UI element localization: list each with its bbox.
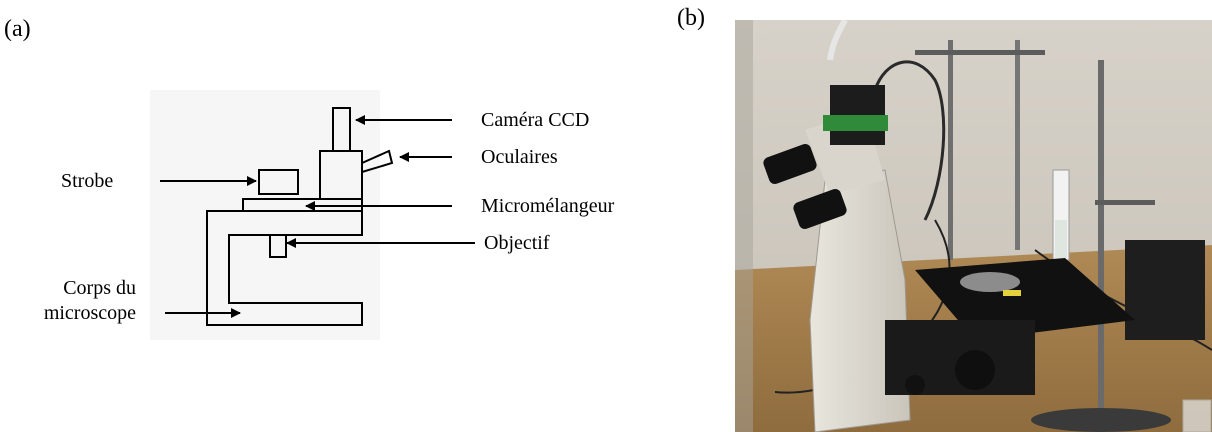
label-strobe: Strobe xyxy=(61,170,114,192)
label-objective: Objectif xyxy=(484,232,550,254)
cable-1 xyxy=(873,60,946,221)
panel-label-b: (b) xyxy=(677,5,705,31)
setup-photograph xyxy=(735,20,1212,432)
stage-label-tag xyxy=(1003,290,1021,296)
label-micromixer: Micromélangeur xyxy=(481,195,615,217)
cable-2 xyxy=(827,20,848,61)
wall-shadow xyxy=(735,20,753,432)
beaker xyxy=(1182,399,1212,432)
eyepiece-left xyxy=(763,143,817,185)
stand-clamp-bar-2 xyxy=(1095,200,1155,205)
stand-base xyxy=(1031,408,1171,432)
label-eyepieces: Oculaires xyxy=(481,146,558,168)
ccd-camera-tube xyxy=(332,107,351,152)
stand-clamp-bar xyxy=(915,50,1045,55)
eyepiece-shape xyxy=(361,149,394,173)
diagram-background xyxy=(150,90,380,340)
microscope-schematic xyxy=(150,90,475,340)
panel-label-a: (a) xyxy=(4,16,31,42)
stand-rod-right xyxy=(1098,60,1104,420)
label-ccd-camera: Caméra CCD xyxy=(481,109,590,131)
label-body-line2: microscope xyxy=(43,302,136,324)
focus-knob xyxy=(905,375,925,395)
syringe-liquid xyxy=(1055,220,1067,258)
coarse-knob xyxy=(955,350,995,390)
black-box xyxy=(1125,240,1205,340)
green-tape xyxy=(823,115,888,131)
stand-rod-mid xyxy=(1015,40,1020,250)
microscope-body-outline xyxy=(206,210,363,326)
eyepiece-right xyxy=(793,188,847,230)
strobe-box xyxy=(258,169,299,195)
label-body-line1: Corps du xyxy=(63,277,136,299)
stage-aperture xyxy=(960,272,1020,292)
stand-rod-left xyxy=(948,40,953,260)
